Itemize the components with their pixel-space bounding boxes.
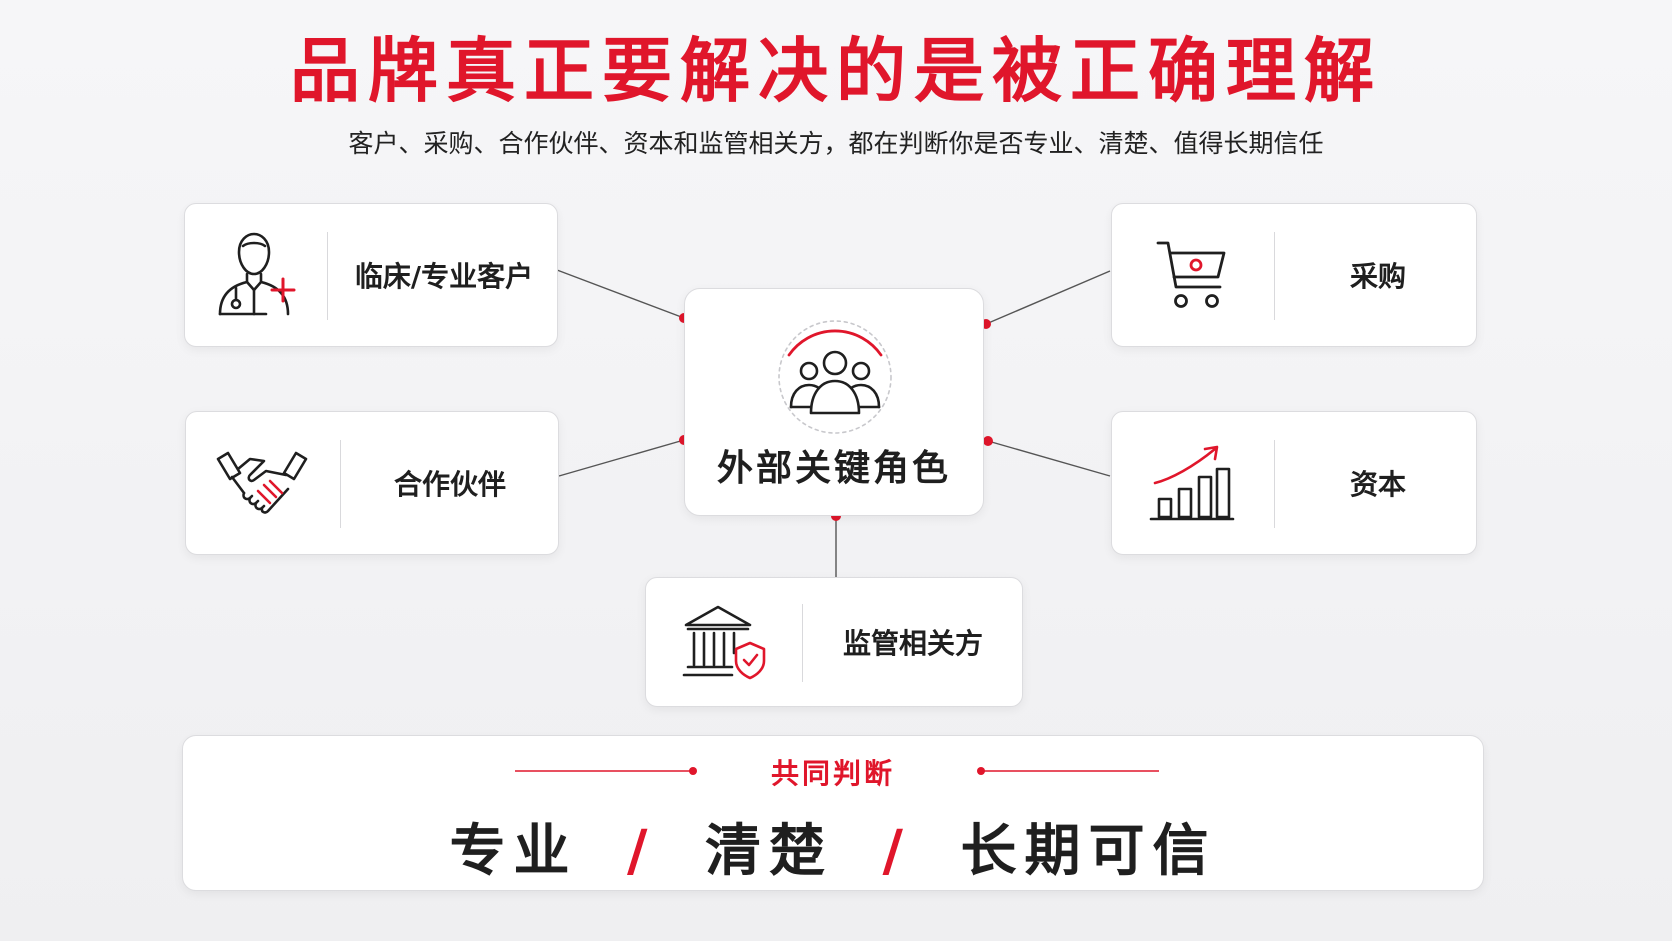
node-label-clinical: 临床/专业客户 [354, 260, 534, 293]
node-divider [802, 604, 803, 682]
connector-clinical [556, 269, 685, 319]
center-node-external-roles: 外部关键角色 [684, 288, 984, 516]
node-divider [1274, 440, 1275, 528]
center-node-label: 外部关键角色 [716, 448, 951, 489]
page-title: 品牌真正要解决的是被正确理解 [290, 30, 1382, 112]
node-label-procurement: 采购 [1349, 260, 1406, 293]
node-label-capital: 资本 [1349, 468, 1406, 501]
growth-chart-icon [1112, 412, 1272, 554]
summary-value-clear: 清楚 [705, 819, 833, 884]
connector-dot-capital [983, 436, 993, 446]
summary-values: 专业 / 清楚 / 长期可信 [183, 806, 1483, 887]
summary-value-trustworthy: 长期可信 [960, 819, 1217, 884]
connector-partners [558, 439, 685, 477]
node-partners: 合作伙伴 [185, 411, 559, 555]
node-divider [327, 232, 328, 320]
summary-separator: / [627, 819, 656, 884]
node-label-regulators: 监管相关方 [842, 627, 983, 660]
node-procurement: 采购 [1111, 203, 1477, 347]
page-subtitle: 客户、采购、合作伙伴、资本和监管相关方，都在判断你是否专业、清楚、值得长期信任 [348, 129, 1324, 158]
node-divider [340, 440, 341, 528]
connector-capital [987, 440, 1111, 477]
summary-separator: / [882, 819, 911, 884]
node-capital: 资本 [1111, 411, 1477, 555]
connector-procurement [985, 270, 1111, 325]
doctor-icon [185, 204, 327, 346]
handshake-icon [186, 412, 338, 554]
shopping-cart-icon [1112, 204, 1272, 346]
group-people-icon [773, 315, 897, 439]
node-regulators: 监管相关方 [645, 577, 1023, 707]
summary-value-professional: 专业 [449, 819, 578, 884]
government-shield-icon [646, 578, 802, 706]
node-label-partners: 合作伙伴 [393, 468, 506, 501]
summary-heading-decoration [515, 767, 1159, 775]
summary-card: 共同判断 专业 / 清楚 / 长期可信 [182, 735, 1484, 891]
node-divider [1274, 232, 1275, 320]
summary-heading: 共同判断 [770, 757, 895, 790]
node-clinical-customers: 临床/专业客户 [184, 203, 558, 347]
